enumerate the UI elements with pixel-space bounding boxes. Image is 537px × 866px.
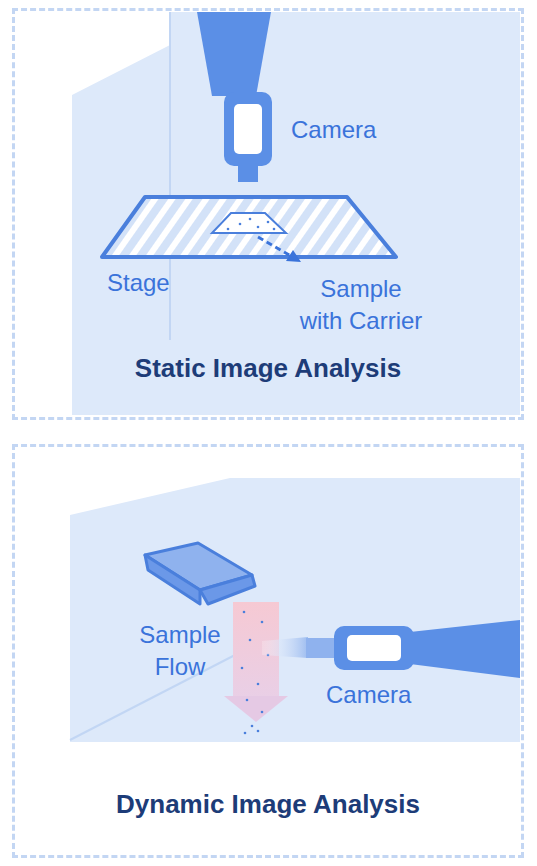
backdrop-plane xyxy=(70,478,520,742)
panel-title: Dynamic Image Analysis xyxy=(15,789,521,820)
panel-box: Dynamic Image Analysis xyxy=(12,444,524,858)
panel-box: Static Image Analysis xyxy=(12,8,524,420)
sample-carrier xyxy=(212,213,286,233)
part-label: Stage xyxy=(107,267,197,299)
camera-body xyxy=(334,626,414,670)
flow-head xyxy=(224,696,288,722)
part-label: Sample Flow xyxy=(128,619,232,683)
stage xyxy=(102,197,396,257)
panel-title: Static Image Analysis xyxy=(15,353,521,384)
camera-cone xyxy=(197,12,271,96)
plane-edge xyxy=(70,655,235,740)
camera-cone xyxy=(410,620,520,678)
camera-window xyxy=(347,635,401,661)
sample-dots xyxy=(227,218,276,231)
part-label: Camera xyxy=(326,679,446,711)
camera-body xyxy=(224,92,272,166)
camera-beam xyxy=(262,637,308,658)
part-label: Camera xyxy=(291,114,411,146)
leader-head xyxy=(286,250,301,262)
camera-window xyxy=(234,104,262,154)
flow-dots xyxy=(241,611,270,735)
part-label: Sample with Carrier xyxy=(297,273,425,337)
leader-arrow xyxy=(258,237,291,256)
camera-lens xyxy=(238,164,258,182)
chute xyxy=(145,543,255,604)
